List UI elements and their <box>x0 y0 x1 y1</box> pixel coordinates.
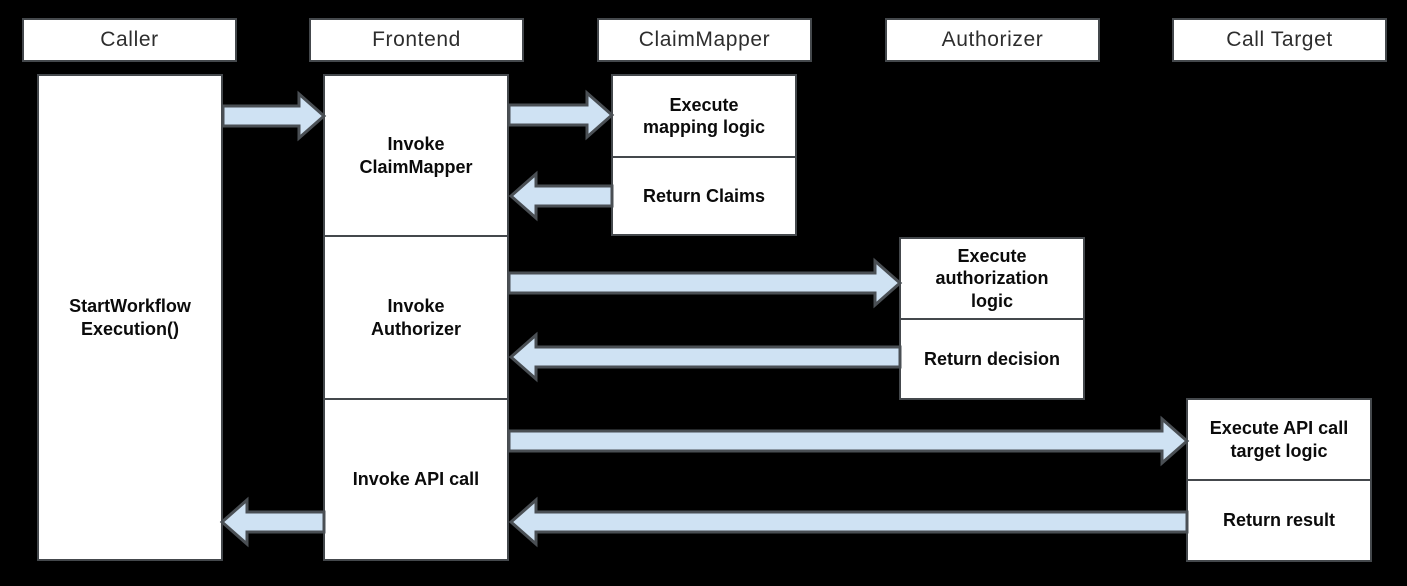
step-label: Execute API call target logic <box>1209 418 1349 461</box>
arrow-caller-to-frontend <box>221 90 327 142</box>
lifeline-label-call-target: Call Target <box>1226 28 1333 51</box>
step-label: Invoke ClaimMapper <box>359 134 473 177</box>
arrow-frontend-to-call-target <box>507 415 1190 467</box>
lifeline-label-claimmapper: ClaimMapper <box>638 28 771 51</box>
step-invoke-authorizer: Invoke Authorizer <box>325 235 507 398</box>
call-target-activation-box: Execute API call target logic Return res… <box>1186 398 1372 562</box>
step-startworkflowexecution: StartWorkflow Execution() <box>39 76 221 559</box>
claimmapper-activation-box: Execute mapping logic Return Claims <box>611 74 797 236</box>
lifeline-header-call-target: Call Target <box>1172 18 1387 62</box>
lifeline-label-authorizer: Authorizer <box>941 28 1044 51</box>
step-execute-mapping-logic: Execute mapping logic <box>613 76 795 156</box>
step-invoke-api-call: Invoke API call <box>325 398 507 559</box>
step-return-decision: Return decision <box>901 318 1083 398</box>
arrow-authorizer-to-frontend <box>508 331 902 383</box>
step-label: Execute mapping logic <box>642 94 765 138</box>
step-execute-api-call-target-logic: Execute API call target logic <box>1188 400 1370 479</box>
step-label: Return Claims <box>642 185 766 206</box>
lifeline-header-frontend: Frontend <box>309 18 524 62</box>
step-label: Invoke API call <box>352 469 480 490</box>
step-return-result: Return result <box>1188 479 1370 560</box>
arrow-call-target-to-frontend <box>508 496 1189 548</box>
step-label: Return result <box>1222 510 1336 531</box>
step-label: Invoke Authorizer <box>371 296 461 339</box>
lifeline-header-claimmapper: ClaimMapper <box>597 18 812 62</box>
arrow-frontend-to-claimmapper <box>507 89 615 141</box>
arrow-claimmapper-to-frontend <box>508 170 614 222</box>
authorizer-activation-box: Execute authorization logic Return decis… <box>899 237 1085 400</box>
lifeline-label-frontend: Frontend <box>372 28 461 51</box>
step-return-claims: Return Claims <box>613 156 795 234</box>
arrow-frontend-to-authorizer <box>507 257 903 309</box>
lifeline-header-authorizer: Authorizer <box>885 18 1100 62</box>
frontend-activation-box: Invoke ClaimMapper Invoke Authorizer Inv… <box>323 74 509 561</box>
step-execute-authorization-logic: Execute authorization logic <box>901 239 1083 318</box>
step-label: Execute authorization logic <box>935 245 1049 311</box>
arrow-frontend-to-caller <box>219 496 326 548</box>
lifeline-label-caller: Caller <box>100 28 159 51</box>
lifeline-header-caller: Caller <box>22 18 237 62</box>
step-label: Return decision <box>923 348 1061 369</box>
step-invoke-claimmapper: Invoke ClaimMapper <box>325 76 507 235</box>
step-label: StartWorkflow Execution() <box>69 296 191 339</box>
caller-activation-box: StartWorkflow Execution() <box>37 74 223 561</box>
